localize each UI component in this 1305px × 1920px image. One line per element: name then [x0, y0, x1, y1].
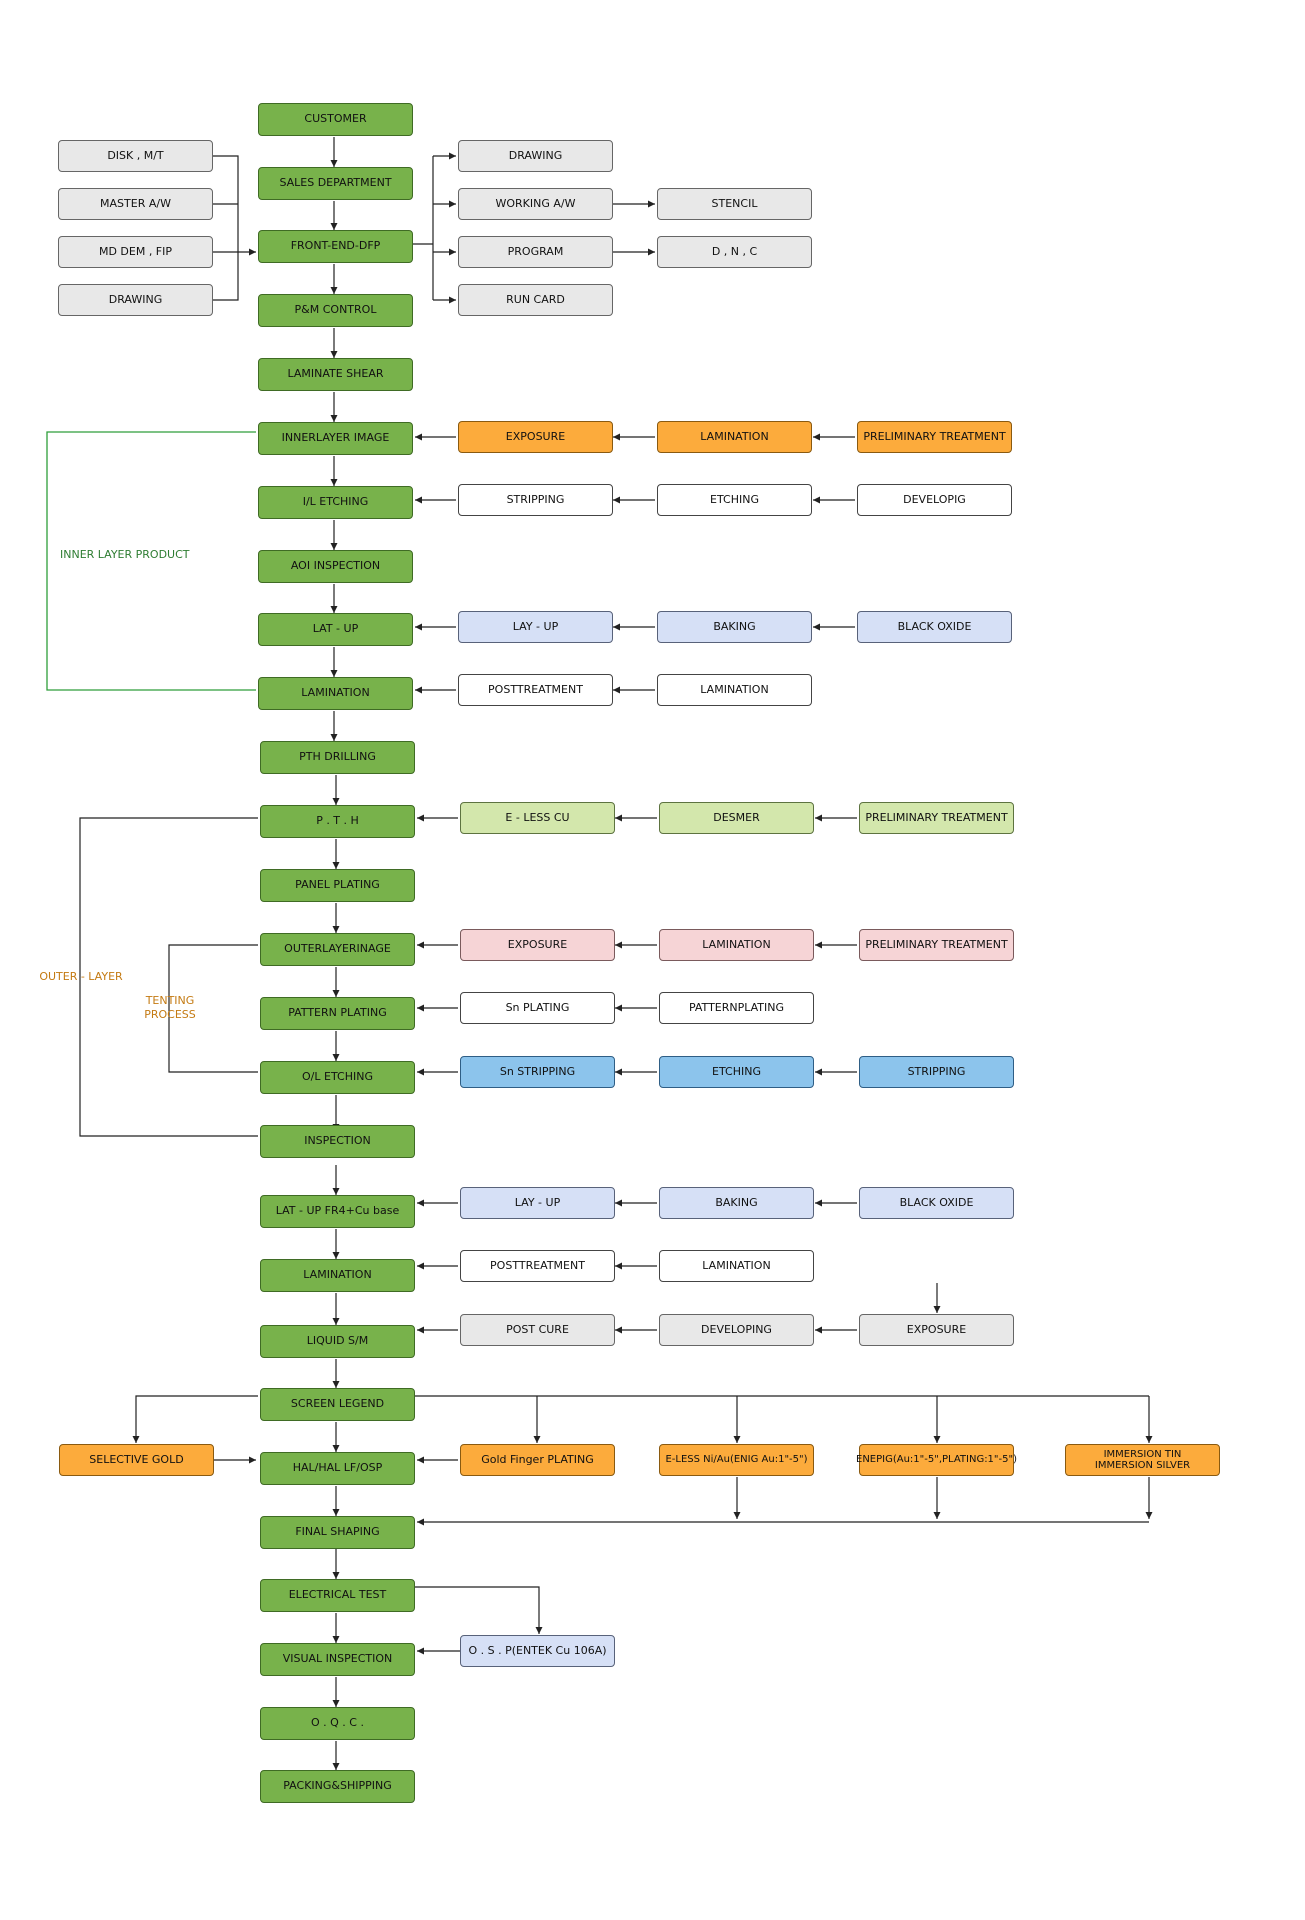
node-black-oxide-2: BLACK OXIDE: [859, 1187, 1014, 1219]
node-il-etching: I/L ETCHING: [258, 486, 413, 519]
label-inner-layer-product: INNER LAYER PRODUCT: [60, 548, 190, 561]
node-developing: DEVELOPING: [659, 1314, 814, 1346]
node-sn-plating: Sn PLATING: [460, 992, 615, 1024]
node-e-less-ni-au: E-LESS Ni/Au(ENIG Au:1"-5"): [659, 1444, 814, 1476]
node-post-cure: POST CURE: [460, 1314, 615, 1346]
node-prelim-2: PRELIMINARY TREATMENT: [859, 802, 1014, 834]
node-dnc: D , N , C: [657, 236, 812, 268]
node-patternplating: PATTERNPLATING: [659, 992, 814, 1024]
node-electrical-test: ELECTRICAL TEST: [260, 1579, 415, 1612]
node-lat-up-fr4: LAT - UP FR4+Cu base: [260, 1195, 415, 1228]
node-lay-up-1: LAY - UP: [458, 611, 613, 643]
node-exposure-2: EXPOSURE: [460, 929, 615, 961]
node-laminate-shear: LAMINATE SHEAR: [258, 358, 413, 391]
node-outerlayerinage: OUTERLAYERINAGE: [260, 933, 415, 966]
node-baking-1: BAKING: [657, 611, 812, 643]
node-innerlayer-image: INNERLAYER IMAGE: [258, 422, 413, 455]
node-stripping-1: STRIPPING: [458, 484, 613, 516]
node-stencil: STENCIL: [657, 188, 812, 220]
node-lamination-p2: LAMINATION: [659, 929, 814, 961]
label-tenting-process: TENTING PROCESS: [144, 994, 196, 1021]
node-immersion-tin-silver: IMMERSION TIN IMMERSION SILVER: [1065, 1444, 1220, 1476]
node-black-oxide-1: BLACK OXIDE: [857, 611, 1012, 643]
node-lay-up-2: LAY - UP: [460, 1187, 615, 1219]
node-posttreatment-1: POSTTREATMENT: [458, 674, 613, 706]
node-stripping-2: STRIPPING: [859, 1056, 1014, 1088]
node-master-aw: MASTER A/W: [58, 188, 213, 220]
node-developig: DEVELOPIG: [857, 484, 1012, 516]
node-lamination-w2: LAMINATION: [659, 1250, 814, 1282]
node-oqc: O . Q . C .: [260, 1707, 415, 1740]
node-pm-control: P&M CONTROL: [258, 294, 413, 327]
node-desmer: DESMER: [659, 802, 814, 834]
node-prelim-3: PRELIMINARY TREATMENT: [859, 929, 1014, 961]
node-selective-gold: SELECTIVE GOLD: [59, 1444, 214, 1476]
node-inspection: INSPECTION: [260, 1125, 415, 1158]
node-liquid-sm: LIQUID S/M: [260, 1325, 415, 1358]
node-exposure-3: EXPOSURE: [859, 1314, 1014, 1346]
node-ol-etching: O/L ETCHING: [260, 1061, 415, 1094]
node-enepig: ENEPIG(Au:1"-5",PLATING:1"-5"): [856, 1444, 1017, 1476]
node-disk-mt: DISK , M/T: [58, 140, 213, 172]
node-gold-finger-plating: Gold Finger PLATING: [460, 1444, 615, 1476]
node-front-end-dfp: FRONT-END-DFP: [258, 230, 413, 263]
node-md-dem-fip: MD DEM , FIP: [58, 236, 213, 268]
node-osp-entek: O . S . P(ENTEK Cu 106A): [460, 1635, 615, 1667]
node-panel-plating: PANEL PLATING: [260, 869, 415, 902]
node-etching-2: ETCHING: [659, 1056, 814, 1088]
node-prelim-1: PRELIMINARY TREATMENT: [857, 421, 1012, 453]
node-customer: CUSTOMER: [258, 103, 413, 136]
node-lamination-1: LAMINATION: [258, 677, 413, 710]
node-drawing-in: DRAWING: [58, 284, 213, 316]
node-baking-2: BAKING: [659, 1187, 814, 1219]
label-outer-layer: OUTER - LAYER: [39, 970, 123, 983]
node-pth-drilling: PTH DRILLING: [260, 741, 415, 774]
node-program: PROGRAM: [458, 236, 613, 268]
node-e-less-cu: E - LESS CU: [460, 802, 615, 834]
node-posttreatment-2: POSTTREATMENT: [460, 1250, 615, 1282]
node-visual-inspection: VISUAL INSPECTION: [260, 1643, 415, 1676]
node-hal-osp: HAL/HAL LF/OSP: [260, 1452, 415, 1485]
node-aoi-inspection: AOI INSPECTION: [258, 550, 413, 583]
node-screen-legend: SCREEN LEGEND: [260, 1388, 415, 1421]
node-lamination-2: LAMINATION: [260, 1259, 415, 1292]
node-pth: P . T . H: [260, 805, 415, 838]
node-lamination-o1: LAMINATION: [657, 421, 812, 453]
node-final-shaping: FINAL SHAPING: [260, 1516, 415, 1549]
node-working-aw: WORKING A/W: [458, 188, 613, 220]
node-exposure-1: EXPOSURE: [458, 421, 613, 453]
node-etching-1: ETCHING: [657, 484, 812, 516]
node-lat-up-1: LAT - UP: [258, 613, 413, 646]
node-run-card: RUN CARD: [458, 284, 613, 316]
node-drawing-out: DRAWING: [458, 140, 613, 172]
node-pattern-plating: PATTERN PLATING: [260, 997, 415, 1030]
node-lamination-w1: LAMINATION: [657, 674, 812, 706]
node-sn-stripping: Sn STRIPPING: [460, 1056, 615, 1088]
node-packing-shipping: PACKING&SHIPPING: [260, 1770, 415, 1803]
node-sales-department: SALES DEPARTMENT: [258, 167, 413, 200]
